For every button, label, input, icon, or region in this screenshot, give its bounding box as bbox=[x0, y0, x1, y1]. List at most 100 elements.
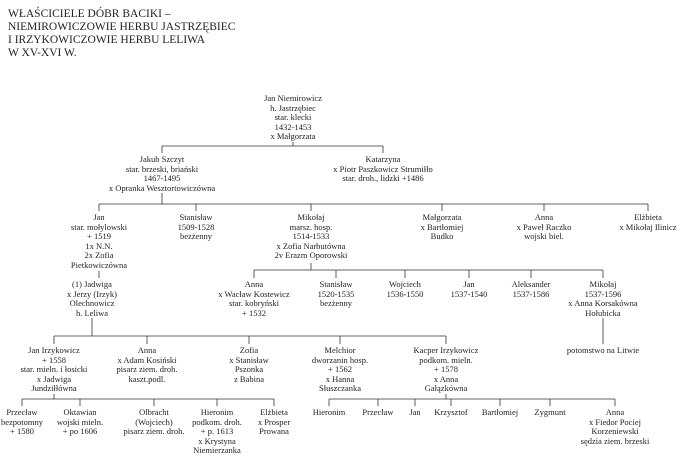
person-text-line: sędzia ziem. brzeski bbox=[580, 435, 650, 446]
person-text-line: potomstwo na Litwie bbox=[566, 345, 640, 355]
person-text-line: x Jerzy (Irzyk) bbox=[66, 288, 118, 299]
person-text-line: 1432-1453 bbox=[274, 121, 312, 132]
person-text-line: Budko bbox=[430, 231, 454, 242]
person-text-line: star. mieln. i łosicki bbox=[20, 364, 88, 375]
person-text-line: Jundziłłówna bbox=[31, 383, 77, 394]
person-text-line: x Prosper bbox=[257, 416, 291, 427]
person-text-line: Anna bbox=[605, 407, 625, 417]
person-text-line: 1537-1596 bbox=[584, 288, 622, 299]
person-text-line: x Anna bbox=[433, 373, 459, 384]
person-text-line: Słuszczanka bbox=[318, 383, 361, 394]
person-text-line: Katarzyna bbox=[365, 154, 401, 164]
person-text-line: h. Leliwa bbox=[75, 307, 109, 318]
person-text-line: Jan Niemirowicz bbox=[264, 93, 322, 103]
person-text-line: Hołubicka bbox=[585, 307, 621, 318]
person-text-line: x Piotr Paszkowicz Strumiłło bbox=[333, 163, 433, 174]
person-text-line: Niemierzanka bbox=[193, 445, 241, 456]
person-hieronim-2: Hieronim bbox=[313, 407, 346, 418]
person-text-line: pisarz ziem. droh. bbox=[123, 426, 185, 437]
person-text-line: podkom. droh. bbox=[192, 416, 242, 427]
person-text-line: Bartłomiej bbox=[481, 407, 519, 417]
person-text-line: + po 1606 bbox=[62, 426, 98, 437]
person-text-line: Pietkowiczówna bbox=[70, 259, 128, 270]
person-text-line: z Babina bbox=[234, 373, 264, 384]
person-text-line: Elżbieta bbox=[634, 212, 662, 222]
person-przeclaw-2: Przecław bbox=[362, 407, 394, 418]
person-text-line: + 1532 bbox=[242, 307, 266, 318]
person-text-line: x Zofia Narbutówna bbox=[276, 240, 346, 251]
person-text-line: Elżbieta bbox=[260, 407, 288, 417]
person-text-line: Olbracht bbox=[139, 407, 169, 417]
person-text-line: Gałązkówna bbox=[424, 383, 468, 394]
person-text-line: Krzysztof bbox=[434, 407, 468, 417]
person-text-line: Jan bbox=[463, 279, 475, 289]
person-text-line: (Wojciech) bbox=[135, 416, 173, 427]
person-text-line: Oktawian bbox=[63, 407, 97, 417]
person-krzysztof: Krzysztof bbox=[434, 407, 468, 418]
person-text-line: wojski biel. bbox=[524, 231, 564, 242]
person-text-line: dworzanin hosp. bbox=[311, 354, 369, 365]
person-text-line: x Stanisław bbox=[229, 354, 269, 365]
person-text-line: Stanisław bbox=[179, 212, 213, 222]
person-text-line: x Bartłomiej bbox=[420, 221, 464, 232]
person-text-line: Małgorzata bbox=[422, 212, 462, 222]
person-olbracht: Olbracht(Wojciech)pisarz ziem. droh. bbox=[123, 407, 185, 437]
person-text-line: x Jadwiga bbox=[36, 373, 72, 384]
person-text-line: kaszt.podl. bbox=[128, 373, 166, 384]
title-line: I IRZYKOWICZOWIE HERBU LELIWA bbox=[8, 34, 206, 46]
person-text-line: x Małgorzata bbox=[270, 131, 316, 142]
person-text-line: Przecław bbox=[362, 407, 394, 417]
person-text-line: + 1562 bbox=[328, 364, 352, 375]
person-text-line: star. klecki bbox=[274, 112, 312, 123]
person-text-line: 1536-1550 bbox=[386, 288, 424, 299]
person-jan-3: Jan bbox=[409, 407, 421, 418]
person-text-line: + 1558 bbox=[42, 354, 66, 365]
person-text-line: Jan bbox=[409, 407, 421, 417]
person-text-line: x Krystyna bbox=[198, 435, 236, 446]
person-text-line: Mikołaj bbox=[297, 212, 325, 222]
person-text-line: Anna bbox=[137, 345, 157, 355]
person-text-line: x Fiedor Pociej bbox=[589, 416, 641, 427]
person-text-line: x Adam Kosiński bbox=[117, 354, 177, 365]
person-text-line: x Wacław Kostewicz bbox=[218, 288, 290, 299]
person-text-line: + p. 1613 bbox=[200, 426, 234, 437]
person-text-line: + 1578 bbox=[434, 364, 458, 375]
person-text-line: Wojciech bbox=[389, 279, 421, 289]
person-text-line: x Opranka Wesztortowiczówna bbox=[108, 182, 216, 193]
person-text-line: Anna bbox=[244, 279, 264, 289]
person-text-line: 2x Zofia bbox=[84, 250, 114, 261]
person-text-line: x Mikołaj Ilinicz bbox=[619, 221, 677, 232]
person-text-line: + 1580 bbox=[10, 426, 34, 437]
person-bartlomiej: Bartłomiej bbox=[481, 407, 519, 418]
person-text-line: podkom. mieln. bbox=[419, 354, 473, 365]
person-text-line: + 1519 bbox=[87, 231, 111, 242]
person-text-line: pisarz ziem. droh. bbox=[116, 364, 178, 375]
person-text-line: Zygmunt bbox=[534, 407, 566, 417]
person-text-line: bezżenny bbox=[179, 231, 213, 242]
person-text-line: Stanisław bbox=[319, 279, 353, 289]
person-text-line: star. droh., lidzki +1486 bbox=[342, 173, 424, 184]
person-text-line: Korzeniewski bbox=[591, 426, 639, 437]
person-text-line: 1x N.N. bbox=[85, 240, 113, 251]
person-text-line: Pszonka bbox=[234, 364, 264, 375]
person-text-line: Anna bbox=[534, 212, 554, 222]
person-text-line: x Hanna bbox=[325, 373, 355, 384]
